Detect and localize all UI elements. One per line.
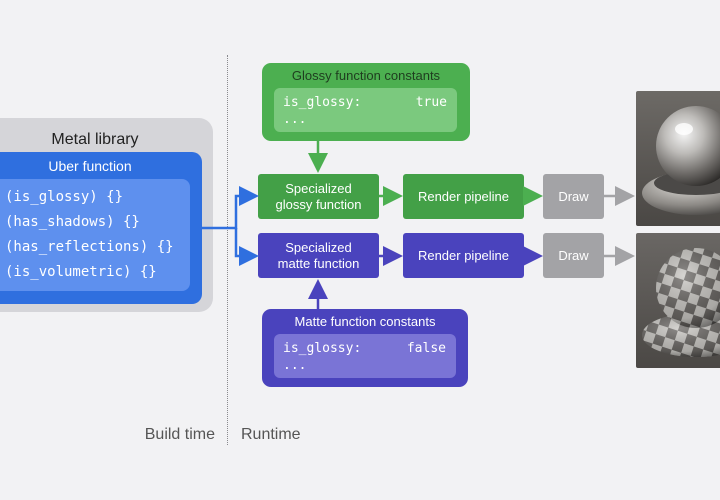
matte-constants-code: is_glossy: false ... <box>274 334 456 378</box>
build-time-label: Build time <box>144 426 215 443</box>
matte-constant-key: is_glossy: <box>283 340 362 356</box>
uber-line-has-shadows: (has_shadows) {} <box>5 214 140 230</box>
uber-line-has-reflections: (has_reflections) {} <box>5 239 174 255</box>
uber-function-title: Uber function <box>48 158 132 174</box>
glossy-render-image <box>636 91 720 226</box>
matte-render-pipeline-node: Render pipeline <box>403 233 524 278</box>
build-runtime-separator <box>227 55 228 445</box>
specialized-glossy-function-node: Specialized glossy function <box>258 174 379 219</box>
glossy-constant-key: is_glossy: <box>283 94 362 110</box>
glossy-constants-code: is_glossy: true ... <box>274 88 457 132</box>
uber-function-code <box>0 179 190 291</box>
glossy-render-pipeline-node: Render pipeline <box>403 174 524 219</box>
matte-constant-more: ... <box>283 357 307 373</box>
matte-render-image <box>636 233 720 368</box>
uber-to-matte-arrow <box>234 228 259 266</box>
matte-sphere-image <box>642 248 720 357</box>
matte-draw-node: Draw <box>543 233 604 278</box>
glossy-draw-node: Draw <box>543 174 604 219</box>
specialized-matte-function-node: Specialized matte function <box>258 233 379 278</box>
uber-line-is-glossy: (is_glossy) {} <box>5 189 124 205</box>
matte-constant-value: false <box>406 340 446 356</box>
runtime-label: Runtime <box>241 426 301 443</box>
metal-library-title: Metal library <box>51 131 139 148</box>
glossy-constants-title: Glossy function constants <box>291 67 441 83</box>
matte-constants-title: Matte function constants <box>294 313 436 329</box>
uber-line-is-volumetric: (is_volumetric) {} <box>5 264 157 280</box>
glossy-constant-value: true <box>415 94 447 110</box>
glossy-sphere-image <box>642 106 720 215</box>
glossy-constant-more: ... <box>283 111 307 127</box>
